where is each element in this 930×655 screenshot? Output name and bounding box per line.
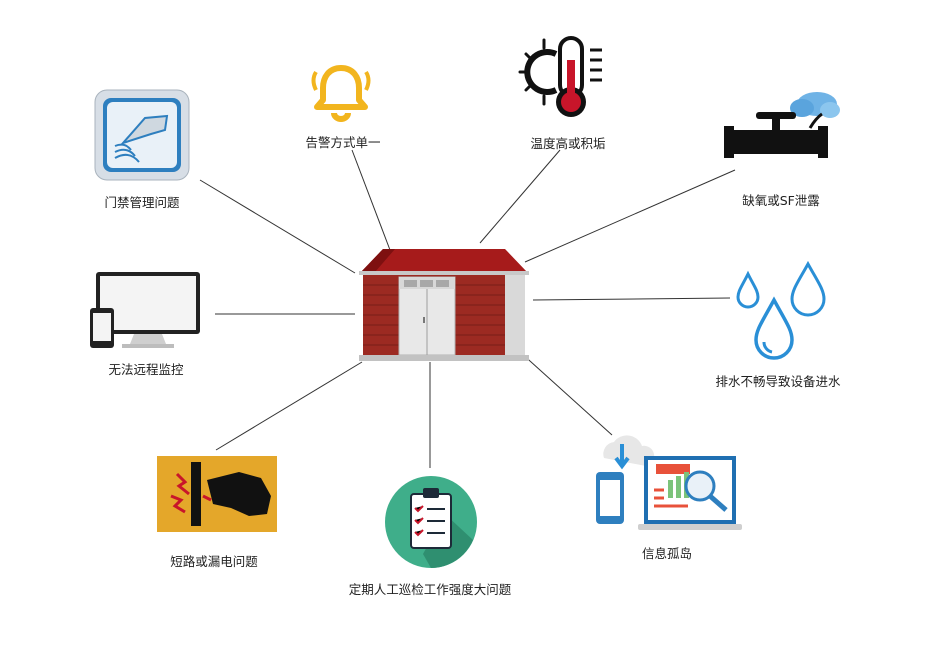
connector-oxygen <box>524 169 736 263</box>
leaking-pipe-icon <box>724 92 840 158</box>
connector-alarm <box>351 149 391 251</box>
card-reader-icon <box>94 89 190 181</box>
label-remote: 无法远程监控 <box>108 362 184 377</box>
label-alarm: 告警方式单一 <box>305 135 381 150</box>
connector-access <box>199 179 356 274</box>
label-island: 信息孤岛 <box>641 546 693 561</box>
thermometer-icon <box>518 36 602 117</box>
label-patrol: 定期人工巡检工作强度大问题 <box>348 582 512 597</box>
label-short: 短路或漏电问题 <box>170 554 258 569</box>
connector-water <box>532 297 731 301</box>
clipboard-icon <box>385 476 477 568</box>
connector-short <box>215 361 363 451</box>
monitor-phone-icon <box>90 272 200 348</box>
connector-island <box>519 351 613 436</box>
data-devices-icon <box>596 435 742 530</box>
connector-temp <box>479 149 561 244</box>
label-oxygen: 缺氧或SF泄露 <box>742 193 820 208</box>
bell-icon <box>311 65 371 122</box>
substation-building-icon <box>359 249 529 361</box>
electric-shock-icon <box>157 456 277 532</box>
label-temp: 温度高或积垢 <box>530 136 606 151</box>
label-access: 门禁管理问题 <box>104 195 180 210</box>
water-drops-icon <box>736 260 826 360</box>
label-water: 排水不畅导致设备进水 <box>715 374 841 389</box>
